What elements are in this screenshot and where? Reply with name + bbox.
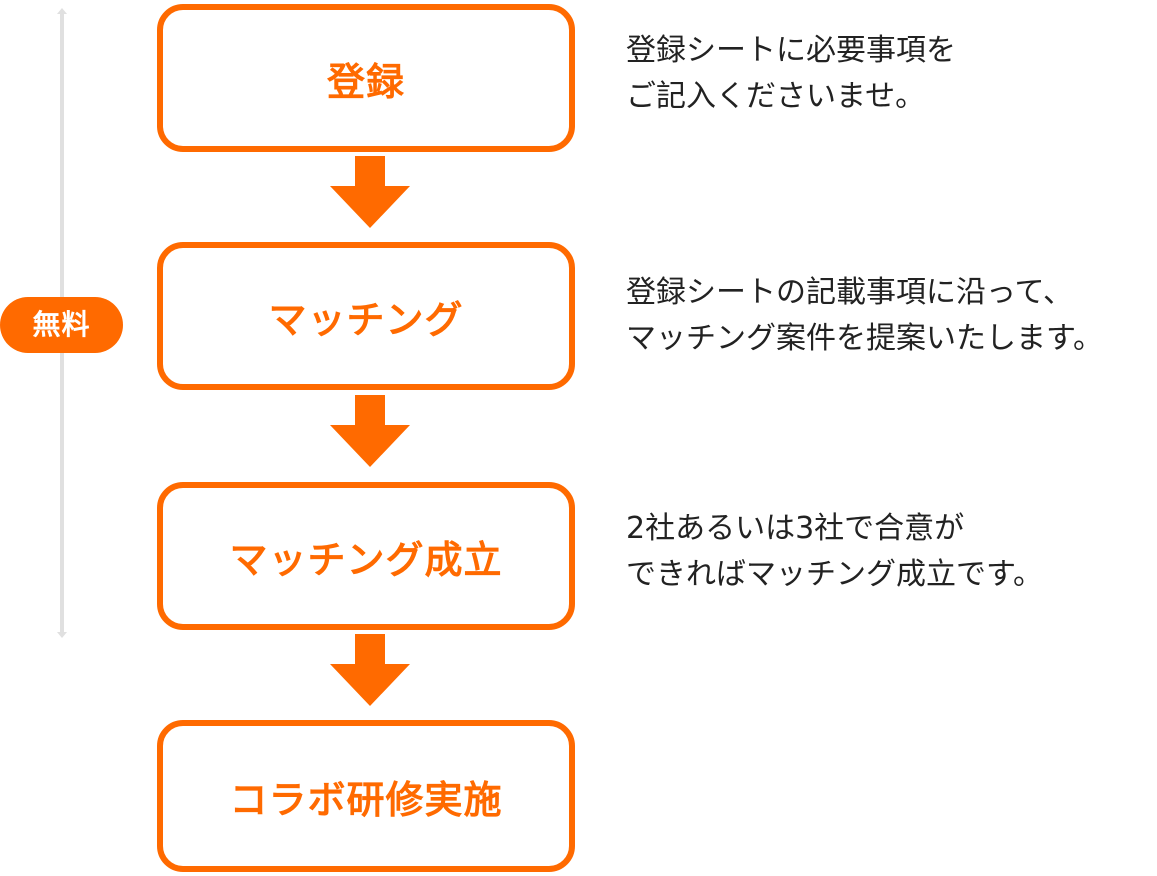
step-collab-training: コラボ研修実施 xyxy=(157,720,575,872)
down-arrow-icon xyxy=(330,395,410,467)
description-line: マッチング案件を提案いたします。 xyxy=(626,321,1103,356)
free-badge: 無料 xyxy=(0,297,123,353)
description-registration: 登録シートに必要事項を ご記入くださいませ。 xyxy=(626,28,956,120)
step-matching-established: マッチング成立 xyxy=(157,482,575,630)
step-matching: マッチング xyxy=(157,242,575,390)
description-matching: 登録シートの記載事項に沿って、 マッチング案件を提案いたします。 xyxy=(626,270,1103,362)
description-line: 登録シートに必要事項を xyxy=(626,33,956,68)
description-line: 登録シートの記載事項に沿って、 xyxy=(626,275,1073,310)
down-arrow-icon xyxy=(330,156,410,228)
description-line: ご記入くださいませ。 xyxy=(626,79,926,114)
down-arrow-icon xyxy=(330,634,410,706)
description-matching-established: 2社あるいは3社で合意が できればマッチング成立です。 xyxy=(626,506,1043,598)
description-line: 2社あるいは3社で合意が xyxy=(626,511,965,546)
description-line: できればマッチング成立です。 xyxy=(626,557,1043,592)
step-registration: 登録 xyxy=(157,4,575,152)
